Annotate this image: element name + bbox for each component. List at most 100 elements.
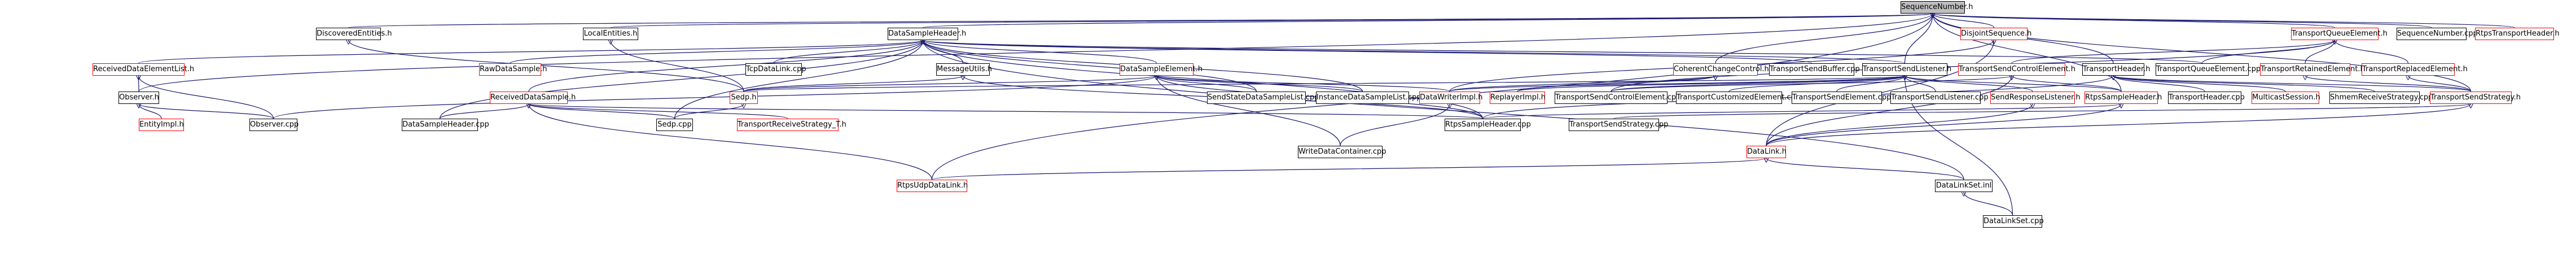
- edge-n17-n35: [2113, 76, 2286, 92]
- node-transportsendelement-cpp[interactable]: TransportSendElement.cpp: [1792, 92, 1891, 104]
- node-receiveddataelementlist-h[interactable]: ReceivedDataElementList.h: [93, 63, 194, 76]
- node-datalinkset-cpp[interactable]: DataLinkSet.cpp: [1983, 215, 2044, 228]
- edge-n22-n41: [529, 104, 675, 119]
- edge-n16-n33: [2012, 76, 2122, 92]
- edge-n0-n4: [1933, 14, 1995, 28]
- node-transportreceivestrategy-t-h[interactable]: TransportReceiveStrategy_T.h: [737, 119, 846, 131]
- edge-n16-n28: [1610, 76, 2012, 92]
- edge-n46-n48: [1766, 158, 1964, 180]
- edge-n0-n13: [1715, 14, 1933, 64]
- node-sendstatedatasamplelist-cpp[interactable]: SendStateDataSampleList.cpp: [1207, 92, 1319, 104]
- node-rtpsudpdatalink-h[interactable]: RtpsUdpDataLink.h: [897, 180, 968, 192]
- node-rtpssampleheader-cpp[interactable]: RtpsSampleHeader.cpp: [1445, 119, 1531, 131]
- node-transportsendstrategy-h[interactable]: TransportSendStrategy.h: [2430, 92, 2521, 104]
- node-datalinkset-inl[interactable]: DataLinkSet.inl: [1935, 180, 1993, 192]
- node-datasampleheader-h[interactable]: DataSampleHeader.h: [888, 28, 966, 40]
- edge-n0-n21: [138, 14, 1933, 92]
- edge-n0-n3: [922, 14, 1933, 28]
- node-transportretainedelement-h[interactable]: TransportRetainedElement.h: [2260, 63, 2365, 76]
- edge-n12-n24: [1157, 76, 1257, 92]
- edge-n22-n47: [529, 104, 933, 180]
- node-localentities-h[interactable]: LocalEntities.h: [583, 28, 638, 40]
- edge-n1-n23: [349, 40, 744, 92]
- edge-n19-n37: [2305, 76, 2472, 92]
- node-transportsendcontrolelement-h[interactable]: TransportSendControlElement.h: [1958, 63, 2075, 76]
- node-rtpssampleheader-h[interactable]: RtpsSampleHeader.h: [2085, 92, 2162, 104]
- node-receiveddatasample-h[interactable]: ReceivedDataSample.h: [490, 92, 576, 104]
- node-datasampleheader-cpp[interactable]: DataSampleHeader.cpp: [402, 119, 489, 131]
- node-writedatacontainer-cpp[interactable]: WriteDataContainer.cpp: [1298, 146, 1386, 158]
- node-coherentchangecontrol-h[interactable]: CoherentChangeControl.h: [1673, 63, 1769, 76]
- node-instancedatasamplelist-cpp[interactable]: InstanceDataSampleList.cpp: [1316, 92, 1421, 104]
- node-entityimpl-h[interactable]: EntityImpl.h: [139, 119, 184, 131]
- node-transportcustomizedelement-cpp[interactable]: TransportCustomizedElement.cpp: [1676, 92, 1800, 104]
- node-discoveredentities-h[interactable]: DiscoveredEntities.h: [316, 28, 392, 40]
- edge-n3-n48: [923, 40, 1964, 180]
- node-replayerimpl-h[interactable]: ReplayerImpl.h: [1490, 92, 1546, 104]
- node-transportsendcontrolelement-cpp[interactable]: TransportSendControlElement.cpp: [1555, 92, 1680, 104]
- edge-n17-n36: [2113, 76, 2375, 92]
- edge-n0-n7: [1933, 14, 2515, 28]
- node-rtpstransportheader-h[interactable]: RtpsTransportHeader.h: [2475, 28, 2560, 40]
- edge-n5-n16: [2011, 40, 2335, 64]
- node-datalink-h[interactable]: DataLink.h: [1746, 146, 1787, 158]
- node-sequencenumber-cpp[interactable]: SequenceNumber.cpp: [2397, 28, 2478, 40]
- node-tcpdatalink-cpp[interactable]: TcpDataLink.cpp: [745, 63, 806, 76]
- edge-n22-n42: [529, 104, 788, 119]
- node-multicastsession-h[interactable]: MulticastSession.h: [2252, 92, 2320, 104]
- edge-n23-n41: [674, 104, 744, 119]
- edge-n5-n18: [2201, 40, 2335, 64]
- node-datawriterimpl-h[interactable]: DataWriterImpl.h: [1419, 92, 1482, 104]
- node-sedp-h[interactable]: Sedp.h: [730, 92, 758, 104]
- edge-n26-n45: [1340, 104, 1450, 146]
- edge-n3-n12: [923, 40, 1157, 64]
- edge-n12-n45: [1157, 76, 1341, 146]
- edge-n12-n25: [1157, 76, 1363, 92]
- edge-n21-n39: [139, 104, 274, 119]
- edge-n2-n23: [611, 40, 744, 92]
- node-sendresponselistener-h[interactable]: SendResponseListener.h: [1990, 92, 2081, 104]
- node-transportsendlistener-h[interactable]: TransportSendListener.h: [1862, 63, 1951, 76]
- edge-n16-n46: [1766, 76, 2012, 146]
- node-transportheader-cpp[interactable]: TransportHeader.cpp: [2168, 92, 2245, 104]
- node-rawdatasample-h[interactable]: RawDataSample.h: [479, 63, 547, 76]
- edge-n11-n23: [743, 76, 963, 92]
- edge-n3-n41: [674, 40, 923, 119]
- edge-n12-n23: [743, 76, 1157, 92]
- node-messageutils-h[interactable]: MessageUtils.h: [936, 63, 992, 76]
- edge-n3-n10: [773, 40, 923, 64]
- edge-n3-n22: [528, 40, 923, 92]
- edge-n22-n40: [439, 104, 529, 119]
- node-disjointsequence-h[interactable]: DisjointSequence.h: [1960, 28, 2031, 40]
- node-observer-h[interactable]: Observer.h: [119, 92, 159, 104]
- edge-n3-n15: [923, 40, 1906, 64]
- edge-n17-n37: [2113, 76, 2472, 92]
- edge-n15-n28: [1610, 76, 1905, 92]
- node-transportqueueelement-cpp[interactable]: TransportQueueElement.cpp: [2156, 63, 2261, 76]
- edge-n0-n6: [1933, 14, 2432, 28]
- edge-n17-n34: [2113, 76, 2205, 92]
- node-sequencenumber-h: SequenceNumber.h: [1901, 1, 1973, 14]
- edge-n13-n26: [1449, 76, 1715, 92]
- edge-n22-n43: [529, 104, 1484, 119]
- node-transportsendlistener-cpp[interactable]: TransportSendListener.cpp: [1890, 92, 1989, 104]
- node-transportqueueelement-h[interactable]: TransportQueueElement.h: [2291, 28, 2388, 40]
- edge-n21-n38: [139, 104, 162, 119]
- node-transportheader-h[interactable]: TransportHeader.h: [2082, 63, 2151, 76]
- node-transportsendbuffer-cpp[interactable]: TransportSendBuffer.cpp: [1769, 63, 1860, 76]
- node-transportreplacedelement-h[interactable]: TransportReplacedElement.h: [2362, 63, 2468, 76]
- node-sedp-cpp[interactable]: Sedp.cpp: [656, 119, 693, 131]
- edge-n0-n1: [348, 14, 1933, 28]
- edge-n5-n20: [2335, 40, 2409, 64]
- edge-n15-n33: [1905, 76, 2122, 92]
- edge-n33-n43: [1482, 104, 2122, 119]
- node-datasampleelement-h[interactable]: DataSampleElement.h: [1120, 63, 1203, 76]
- edge-n0-n37: [1933, 14, 2472, 92]
- node-observer-cpp[interactable]: Observer.cpp: [249, 119, 299, 131]
- node-transportsendstrategy-cpp[interactable]: TransportSendStrategy.cpp: [1569, 119, 1668, 131]
- edge-n37-n44: [1613, 104, 2471, 119]
- edge-n0-n2: [610, 14, 1933, 28]
- node-shmemreceivestrategy-cpp[interactable]: ShmemReceiveStrategy.cpp: [2329, 92, 2433, 104]
- edge-n15-n23: [743, 76, 1905, 92]
